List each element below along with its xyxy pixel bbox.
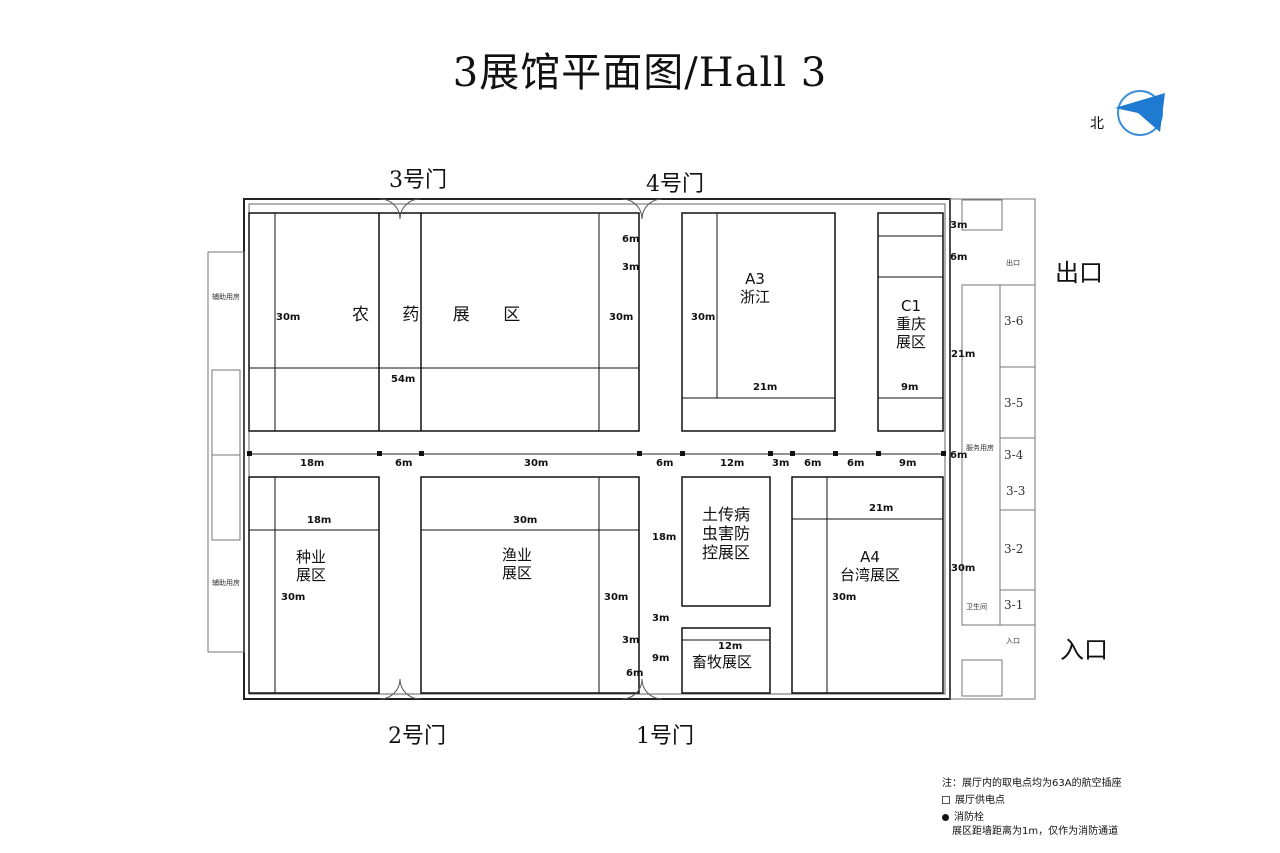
legend-power: 展厅供电点 — [942, 791, 1005, 806]
dim-label: 3m — [950, 220, 968, 231]
dim-label: 30m — [276, 312, 301, 323]
dim-label: 30m — [609, 312, 634, 323]
north-label: 北 — [1090, 116, 1104, 132]
dim-label: 6m — [656, 458, 674, 469]
dim-label: 6m — [847, 458, 865, 469]
dim-label: 30m — [691, 312, 716, 323]
zone-c1-code: C1 — [900, 297, 922, 315]
zone-soil-line3: 控展区 — [702, 543, 751, 563]
zone-a4-code: A4 — [860, 548, 880, 566]
zone-fishery-line2: 展区 — [502, 564, 533, 582]
aisle-markers — [247, 451, 946, 456]
dim-label: 30m — [832, 592, 857, 603]
entrance-label: 入口 — [1060, 636, 1108, 664]
room-3-4: 3-4 — [1004, 448, 1024, 462]
dim-label: 6m — [804, 458, 822, 469]
dim-label: 6m — [395, 458, 413, 469]
zone-a3-name: 浙江 — [740, 288, 771, 306]
door-4-label: 4号门 — [646, 172, 704, 197]
dim-label: 3m — [622, 262, 640, 273]
toilet-label: 卫生间 — [966, 603, 987, 611]
zone-pesticide: 农 药 展 区 — [352, 305, 535, 325]
small-entry-label: 入口 — [1006, 637, 1020, 645]
legend-aisle: 展区距墙距离为1m，仅作为消防通道 — [952, 826, 1119, 837]
dim-label: 9m — [899, 458, 917, 469]
dim-label: 12m — [718, 641, 743, 652]
dim-label: 6m — [622, 234, 640, 245]
outer-walls — [243, 198, 951, 700]
zone-fishery: 渔业 展区 — [502, 546, 532, 582]
hydrant-icon — [942, 813, 949, 821]
door-arcs — [379, 198, 663, 700]
zone-c1-name1: 重庆 — [896, 315, 927, 333]
legend-note: 注：展厅内的取电点均为63A的航空插座 — [942, 778, 1122, 789]
zone-fishery-line1: 渔业 — [502, 546, 533, 564]
dim-label: 30m — [604, 592, 629, 603]
dim-label: 21m — [753, 382, 778, 393]
dim-label: 3m — [652, 613, 670, 624]
door-3-label: 3号门 — [389, 168, 447, 193]
legend-hydrant-label: 消防栓 — [954, 812, 984, 823]
dim-label: 18m — [652, 532, 677, 543]
power-outlet-icon — [942, 796, 950, 804]
zone-seed-line1: 种业 — [296, 548, 327, 566]
zone-soil-line1: 土传病 — [702, 505, 751, 524]
zone-a3-code: A3 — [745, 270, 765, 288]
legend-power-label: 展厅供电点 — [955, 795, 1005, 806]
dim-label: 18m — [300, 458, 325, 469]
booth-outlines — [248, 212, 944, 694]
zone-c1-name2: 展区 — [896, 333, 927, 351]
dim-label: 3m — [772, 458, 790, 469]
room-3-2: 3-2 — [1004, 542, 1024, 556]
dim-label: 30m — [951, 563, 976, 574]
small-exit-label: 出口 — [1006, 259, 1020, 267]
door-2-label: 2号门 — [388, 724, 446, 749]
dim-label: 9m — [652, 653, 670, 664]
dim-label: 9m — [901, 382, 919, 393]
aux-room-label: 辅助用房 — [212, 293, 240, 301]
page-title: 3展馆平面图/Hall 3 — [452, 50, 828, 96]
room-3-5: 3-5 — [1004, 396, 1024, 410]
zone-soil-line2: 虫害防 — [702, 524, 751, 544]
dim-label: 30m — [281, 592, 306, 603]
left-annex — [207, 251, 245, 653]
right-annex — [949, 198, 1036, 700]
zone-a3: A3 浙江 — [740, 270, 770, 306]
dim-label: 12m — [720, 458, 745, 469]
zone-seed: 种业 展区 — [296, 548, 326, 584]
dim-label: 6m — [950, 450, 968, 461]
dim-label: 54m — [391, 374, 416, 385]
office-label: 服务用房 — [966, 444, 994, 452]
zone-soil-pest: 土传病 虫害防 控展区 — [702, 505, 750, 563]
zone-a4-name: 台湾展区 — [840, 566, 901, 584]
zone-a4: A4 台湾展区 — [840, 548, 900, 584]
zone-c1: C1 重庆 展区 — [896, 297, 926, 351]
compass-icon — [1115, 90, 1165, 136]
dim-label: 6m — [626, 668, 644, 679]
room-3-1: 3-1 — [1004, 598, 1024, 612]
dim-label: 3m — [622, 635, 640, 646]
zone-livestock: 畜牧展区 — [692, 653, 753, 671]
door-1-label: 1号门 — [636, 724, 694, 749]
dim-label: 18m — [307, 515, 332, 526]
dim-label: 30m — [513, 515, 538, 526]
exit-label: 出口 — [1055, 259, 1103, 287]
dim-label: 6m — [950, 252, 968, 263]
legend-hydrant: 消防栓 — [942, 808, 984, 823]
zone-seed-line2: 展区 — [296, 566, 327, 584]
dim-label: 21m — [951, 349, 976, 360]
room-3-3: 3-3 — [1006, 484, 1026, 498]
aux-room-label: 辅助用房 — [212, 579, 240, 587]
dim-label: 21m — [869, 503, 894, 514]
room-3-6: 3-6 — [1004, 314, 1024, 328]
dim-label: 30m — [524, 458, 549, 469]
